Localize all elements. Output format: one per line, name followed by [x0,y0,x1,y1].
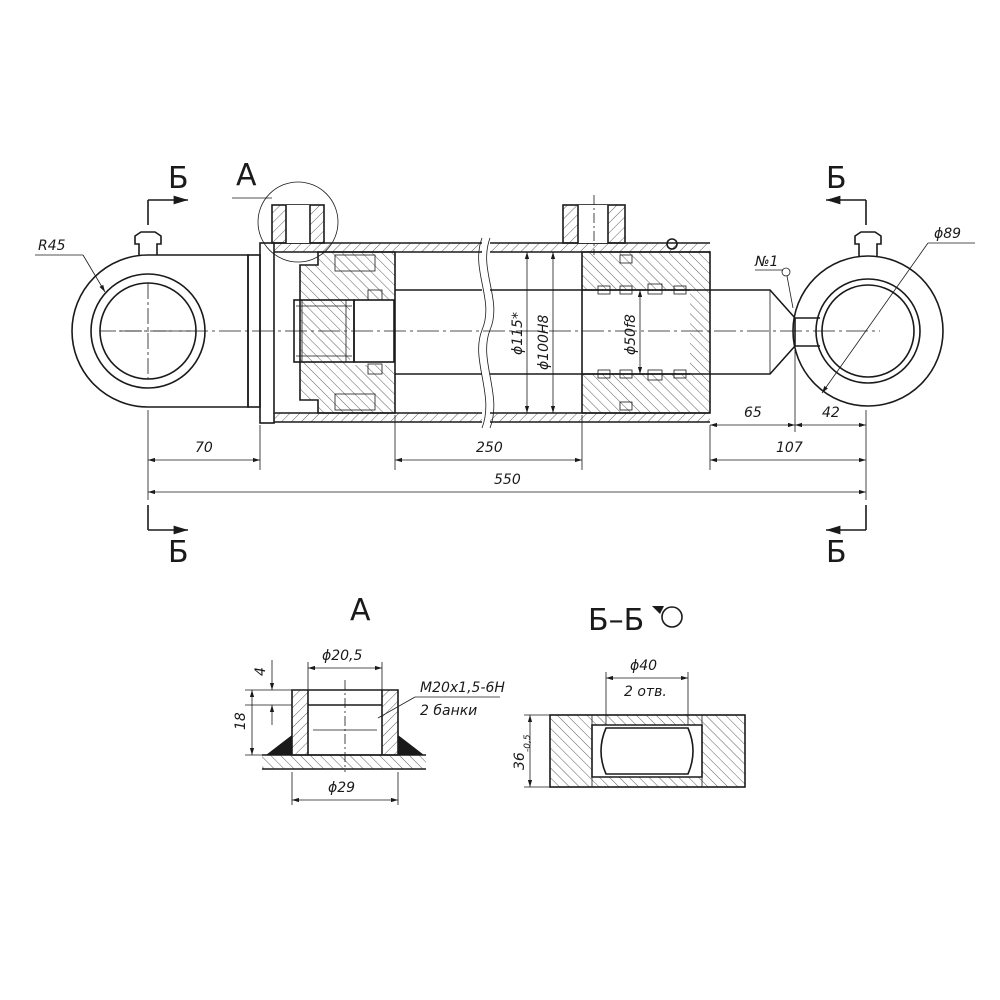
dim-bb-phi40: ϕ40 [630,658,657,674]
dim-70: 70 [195,440,213,456]
dim-phi50: ϕ50f8 [623,314,639,355]
dim-bb-holes: 2 отв. [624,684,667,700]
section-letter-tl: Б [168,161,189,196]
left-eye [71,231,275,424]
detail-letter-a: А [236,158,257,193]
dim-bb-tol: -0,5 [523,734,533,752]
cylinder-barrel [257,181,710,429]
thread-note-qty: 2 банки [420,703,477,719]
thread-note: M20x1,5-6H [420,680,505,696]
dim-a-18: 18 [233,712,249,730]
section-letter-tr: Б [826,161,847,196]
dim-r45: R45 [38,238,66,254]
main-view: Б Б Б Б А [35,158,975,570]
note-ref-1: №1 [754,254,778,270]
piston [293,251,396,414]
section-letter-bl: Б [168,535,189,570]
section-bb: Б–Б ϕ40 2 отв. 36 -0,5 [512,603,746,788]
dim-bb-36: 36 [512,752,528,770]
dimension-lines: R45 ϕ89 70 250 107 550 65 42 ϕ115* ϕ100H… [35,226,975,500]
dim-42: 42 [822,405,840,421]
rotate-icon [652,606,683,628]
piston-rod [120,289,880,375]
dim-a-4: 4 [253,667,269,676]
detail-a-title: А [350,593,371,628]
rod-gland [581,238,711,414]
dim-a-phi29: ϕ29 [328,780,355,796]
right-eye [792,231,944,407]
detail-a: А ϕ20,5 ϕ29 4 18 M20x1,5-6H 2 банки [233,593,505,805]
dim-phi115: ϕ115* [510,312,526,355]
dim-65: 65 [744,405,762,421]
dim-phi89: ϕ89 [934,226,961,242]
dim-phi100: ϕ100H8 [536,315,552,370]
section-letter-br: Б [826,535,847,570]
dim-107: 107 [776,440,803,456]
dim-a-phi20-5: ϕ20,5 [322,648,363,664]
section-bb-title: Б–Б [588,603,644,638]
dim-250: 250 [476,440,503,456]
section-marks: Б Б Б Б А [147,158,867,570]
dim-550: 550 [494,472,521,488]
